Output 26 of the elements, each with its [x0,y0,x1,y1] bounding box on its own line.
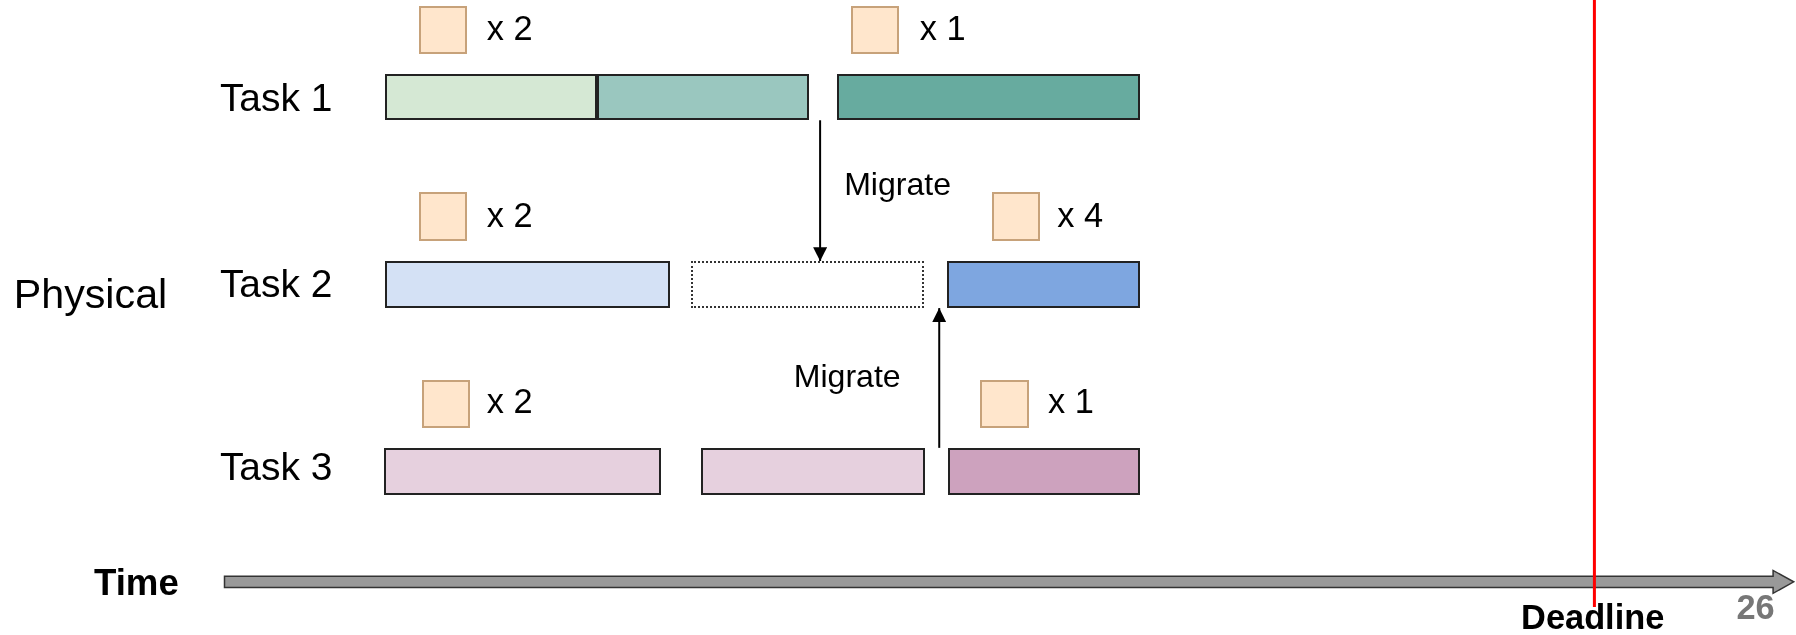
task-bar [384,261,671,309]
count-label: x 1 [919,10,966,46]
group-label: Physical [13,273,168,316]
task-bar [596,74,809,121]
page-number: 26 [1736,590,1775,625]
arrow [932,307,947,449]
arrow [813,119,828,263]
row-label: Task 1 [219,79,333,119]
count-label: x 4 [1057,197,1104,232]
task-bar [384,74,597,121]
task-bar [383,447,661,495]
task-bar [837,74,1140,121]
empty-slot-box [690,261,925,309]
count-label: x 1 [1048,384,1094,419]
count-label: x 2 [486,197,533,232]
axis-title: Time [93,565,179,602]
row-label: Task 3 [219,448,333,488]
edge-label: Migrate [844,167,952,200]
task-bar [947,261,1140,309]
row-label: Task 2 [219,264,333,304]
task-bar [948,447,1140,495]
edge-label: Migrate [793,360,901,393]
count-label: x 2 [486,10,533,46]
count-label: x 2 [486,384,533,419]
deadline-label: Deadline [1521,599,1665,634]
task-bar [701,447,926,495]
